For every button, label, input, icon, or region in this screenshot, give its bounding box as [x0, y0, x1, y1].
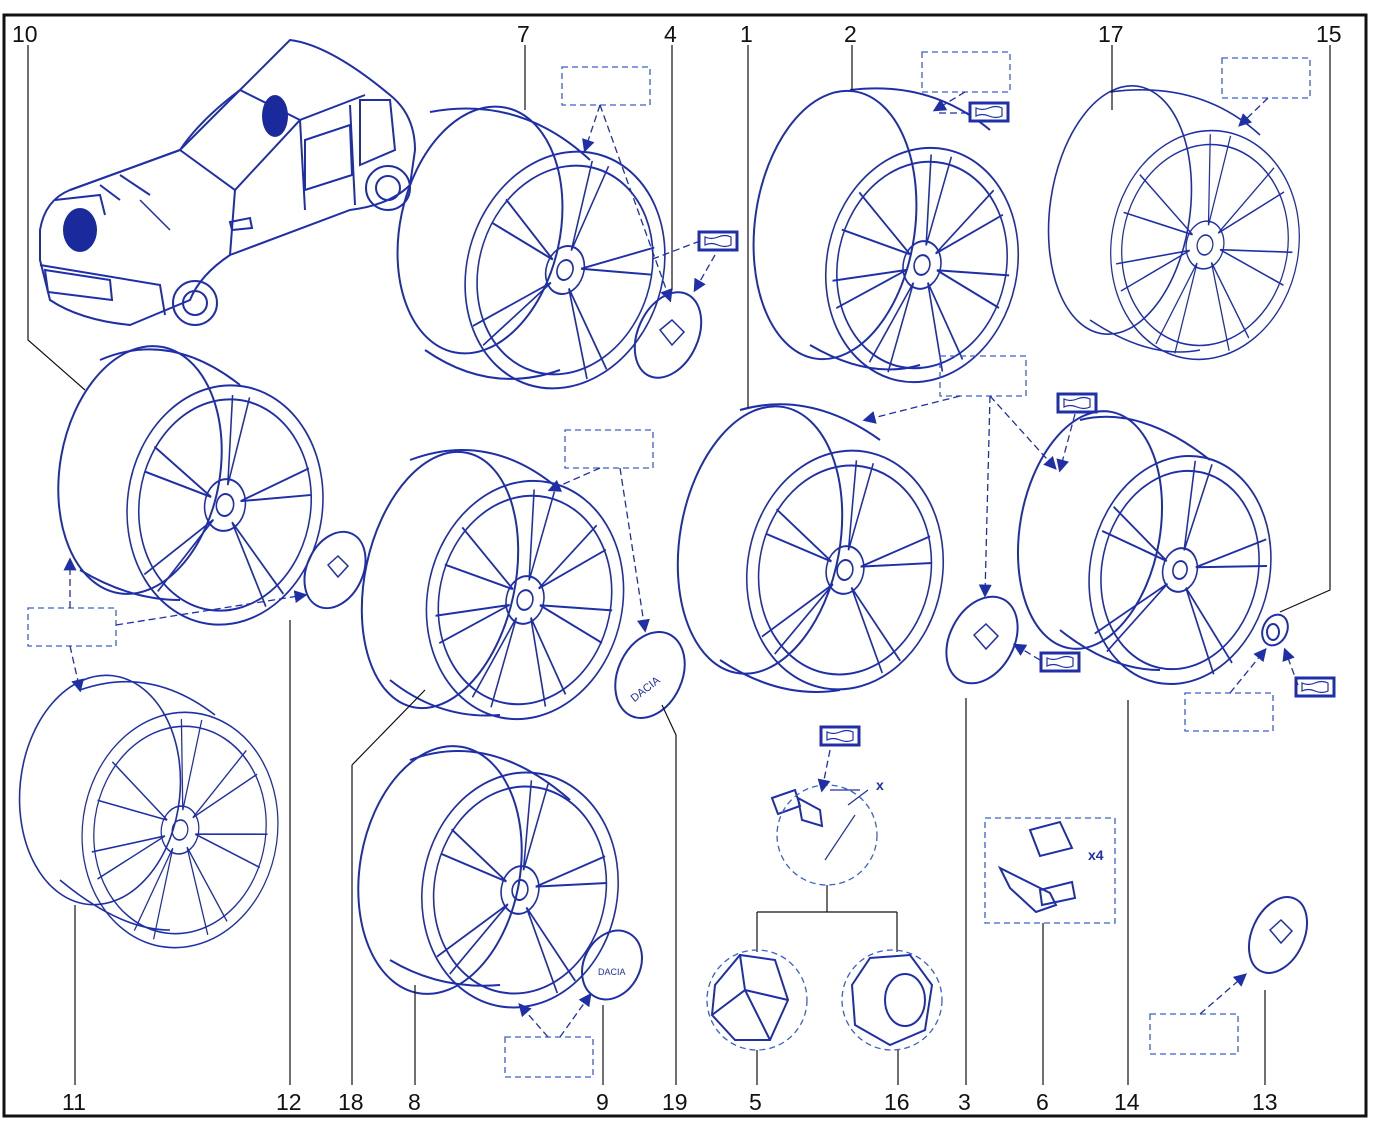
locking-bolt-kit: x4 [984, 817, 1116, 924]
center-cap-4 [633, 291, 703, 379]
callout-numbers: 10 7 4 1 2 17 15 11 12 18 8 9 19 5 16 3 … [12, 21, 1342, 1115]
car-illustration [39, 38, 417, 327]
callout-15: 15 [1316, 21, 1342, 47]
callout-5: 5 [749, 1089, 762, 1115]
wheel-8 [357, 745, 624, 1009]
wheel-bolt-detail [770, 784, 878, 886]
callout-1: 1 [740, 21, 753, 47]
bolt-head-5 [706, 949, 808, 1051]
wheel-1 [676, 403, 949, 693]
callout-leaders [27, 45, 1331, 1085]
wheel-7 [396, 105, 681, 390]
center-cap-3 [945, 595, 1019, 685]
bolt-tree-connector [756, 885, 898, 952]
center-cap-13 [1247, 896, 1309, 974]
callout-19: 19 [662, 1089, 688, 1115]
callout-8: 8 [408, 1089, 421, 1115]
cap-logo-9: DACIA [598, 967, 626, 977]
callout-12: 12 [276, 1089, 302, 1115]
callout-10: 10 [12, 21, 38, 47]
callout-2: 2 [844, 21, 857, 47]
callout-11: 11 [62, 1089, 86, 1115]
wheel-11 [18, 674, 283, 954]
callout-16: 16 [884, 1089, 910, 1115]
center-cap-9: DACIA [581, 929, 643, 1001]
reference-arrows [63, 91, 1299, 1038]
callout-7: 7 [517, 21, 530, 47]
callout-13: 13 [1252, 1089, 1278, 1115]
dimension-x-label: x [876, 777, 884, 793]
wheel-18 [360, 449, 635, 729]
car-wheel-markers [63, 95, 288, 252]
callout-14: 14 [1114, 1089, 1140, 1115]
cap-logo-19: DACIA [629, 674, 663, 705]
callout-6: 6 [1036, 1089, 1049, 1115]
wheel-10 [57, 345, 325, 626]
callout-17: 17 [1098, 21, 1124, 47]
center-cap-15 [1261, 613, 1289, 647]
callout-9: 9 [596, 1089, 609, 1115]
callout-3: 3 [958, 1089, 971, 1115]
callout-18: 18 [338, 1089, 364, 1115]
reference-placeholders [27, 51, 1311, 1078]
center-cap-12 [303, 530, 367, 610]
quantity-label: x4 [1088, 847, 1104, 863]
diagram-frame [2, 13, 1368, 1118]
wheel-17 [1047, 85, 1312, 372]
wheel-2 [752, 87, 1032, 394]
wheel-14 [1016, 410, 1287, 686]
bolt-head-16 [841, 949, 943, 1051]
callout-4: 4 [664, 21, 677, 47]
